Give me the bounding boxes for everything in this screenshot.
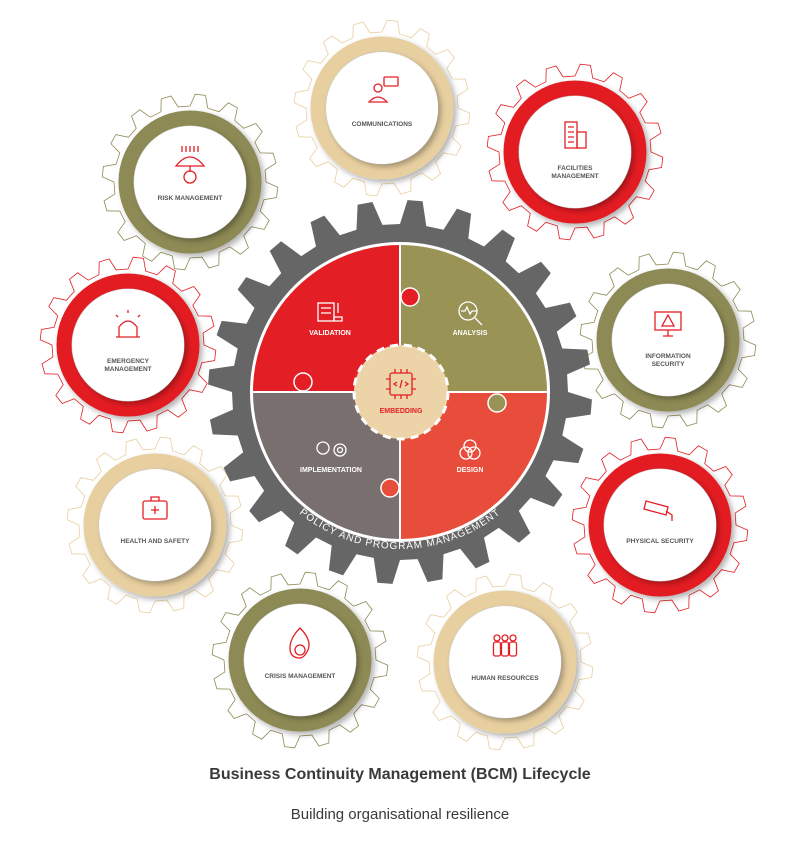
gear-outline (579, 251, 757, 429)
gear-face (449, 606, 561, 718)
gear-face (519, 96, 631, 208)
quadrant-label: VALIDATION (309, 330, 351, 337)
gear-face (326, 52, 438, 164)
gear-face (604, 469, 716, 581)
quadrant-label: ANALYSIS (453, 330, 488, 337)
gear-ring (228, 588, 372, 732)
gear-face (72, 289, 184, 401)
umbrella-gear-icon (174, 146, 206, 184)
document-stamp-icon (317, 302, 343, 322)
gear-ring (83, 453, 227, 597)
chip-code-icon (386, 369, 416, 399)
venn-icon (459, 439, 481, 460)
satellite-gear: HEALTH AND SAFETY (66, 436, 244, 614)
satellite-label: MANAGEMENT (104, 366, 151, 373)
diagram-title: Business Continuity Management (BCM) Lif… (209, 766, 591, 783)
satellite-label: FACILITIES (557, 165, 593, 172)
gear-ring (310, 36, 454, 180)
gear-ring (503, 80, 647, 224)
fire-dollar-icon (289, 627, 310, 659)
gear-outline (416, 573, 594, 751)
satellite-label: HEALTH AND SAFETY (121, 538, 191, 545)
satellite-gear: CRISIS MANAGEMENT (211, 571, 389, 749)
satellite-label: COMMUNICATIONS (352, 121, 413, 128)
satellite-label: CRISIS MANAGEMENT (265, 673, 336, 680)
gear-face (134, 126, 246, 238)
building-icon (564, 121, 587, 149)
monitor-warning-icon (654, 311, 682, 337)
satellite-label: MANAGEMENT (551, 173, 598, 180)
people-group-icon (492, 634, 518, 657)
gear-outline (66, 436, 244, 614)
satellite-gear: PHYSICAL SECURITY (571, 436, 749, 614)
satellite-label: EMERGENCY (107, 358, 150, 365)
satellite-label: HUMAN RESOURCES (471, 675, 539, 682)
gear-outline (571, 436, 749, 614)
satellite-label: INFORMATION (645, 353, 691, 360)
embedding-hub (352, 343, 450, 441)
policy-program-management-gear: EMBEDDING VALIDATION ANALYSIS IMPLEMENTATIO… (208, 200, 592, 584)
magnifier-pulse-icon (458, 301, 483, 326)
chat-person-icon (367, 76, 399, 103)
bulb-gear-icon (316, 441, 347, 457)
gear-ring (588, 453, 732, 597)
satellite-label: PHYSICAL SECURITY (626, 538, 694, 545)
hub-label: EMBEDDING (380, 408, 423, 415)
gear-outline (39, 256, 217, 434)
satellite-label: RISK MANAGEMENT (158, 195, 223, 202)
gear-ring (56, 273, 200, 417)
gear-ring (596, 268, 740, 412)
satellite-label: SECURITY (652, 361, 686, 368)
first-aid-kit-icon (142, 496, 168, 520)
gear-outline (293, 19, 471, 197)
siren-icon (115, 310, 141, 338)
quadrant-label: IMPLEMENTATION (300, 467, 362, 474)
gear-face (99, 469, 211, 581)
gear-ring (433, 590, 577, 734)
quadrant-label: DESIGN (457, 467, 484, 474)
gear-face (244, 604, 356, 716)
gear-outline (211, 571, 389, 749)
security-camera-icon (643, 500, 673, 521)
satellite-gear: COMMUNICATIONS (293, 19, 471, 197)
gear-ring (118, 110, 262, 254)
satellite-gear: RISK MANAGEMENT (101, 93, 279, 271)
gear-face (612, 284, 724, 396)
diagram-subtitle: Building organisational resilience (290, 806, 510, 823)
gear-outline (101, 93, 279, 271)
satellite-gear: HUMAN RESOURCES (416, 573, 594, 751)
gear-outline (486, 63, 664, 241)
